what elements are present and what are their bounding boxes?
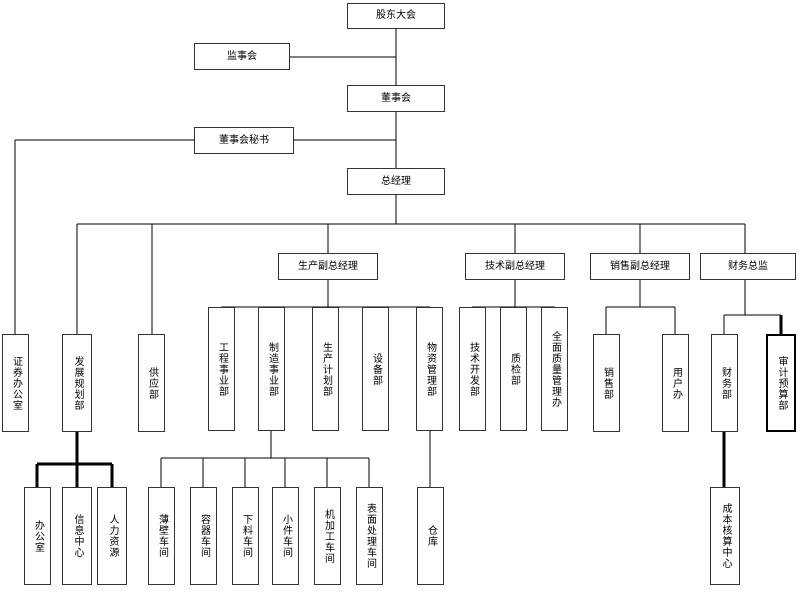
org-node-prod-planning[interactable]: 生产计划部 bbox=[312, 307, 339, 431]
org-node-label: 表面处理车间 bbox=[364, 503, 376, 569]
org-node-surface[interactable]: 表面处理车间 bbox=[356, 487, 383, 585]
org-node-label: 证券办公室 bbox=[10, 355, 22, 411]
org-node-label: 全面质量管理办 bbox=[549, 330, 561, 408]
org-node-label: 技术副总经理 bbox=[485, 260, 545, 272]
org-node-cost-center[interactable]: 成本核算中心 bbox=[710, 487, 740, 585]
org-node-label: 薄壁车间 bbox=[156, 514, 168, 558]
org-node-label: 容器车间 bbox=[198, 514, 210, 558]
org-node-label: 监事会 bbox=[227, 50, 257, 62]
org-node-label: 物资管理部 bbox=[424, 341, 436, 397]
org-node-label: 下料车间 bbox=[240, 514, 252, 558]
org-node-engineering[interactable]: 工程事业部 bbox=[208, 307, 235, 431]
org-node-label: 成本核算中心 bbox=[720, 503, 731, 569]
org-node-board-secretary[interactable]: 董事会秘书 bbox=[194, 127, 294, 154]
org-node-equipment[interactable]: 设备部 bbox=[362, 307, 389, 431]
org-node-label: 用户办 bbox=[670, 366, 682, 400]
org-node-qc[interactable]: 质检部 bbox=[500, 307, 527, 431]
org-node-info-center[interactable]: 信息中心 bbox=[62, 487, 92, 585]
org-node-manufacturing[interactable]: 制造事业部 bbox=[258, 307, 285, 431]
org-node-supply[interactable]: 供应部 bbox=[138, 334, 165, 432]
org-node-audit[interactable]: 审计预算部 bbox=[766, 334, 796, 432]
org-node-tqm[interactable]: 全面质量管理办 bbox=[541, 307, 568, 431]
org-node-label: 供应部 bbox=[146, 366, 158, 400]
org-node-blanking[interactable]: 下料车间 bbox=[232, 487, 259, 585]
org-node-finance[interactable]: 财务部 bbox=[711, 334, 738, 432]
org-node-label: 财务部 bbox=[719, 366, 731, 400]
org-node-shareholders[interactable]: 股东大会 bbox=[347, 3, 445, 29]
org-node-vp-sales[interactable]: 销售副总经理 bbox=[590, 253, 690, 280]
org-node-label: 发展规划部 bbox=[72, 355, 83, 411]
org-node-sales[interactable]: 销售部 bbox=[593, 334, 620, 432]
org-node-label: 审计预算部 bbox=[776, 355, 787, 411]
org-node-label: 信息中心 bbox=[72, 514, 83, 558]
org-node-label: 销售副总经理 bbox=[610, 260, 670, 272]
org-node-vp-production[interactable]: 生产副总经理 bbox=[278, 253, 378, 280]
org-node-container[interactable]: 容器车间 bbox=[190, 487, 217, 585]
org-node-label: 人力资源 bbox=[107, 514, 118, 558]
org-node-label: 小件车间 bbox=[280, 514, 292, 558]
org-node-label: 总经理 bbox=[381, 175, 411, 187]
org-node-label: 制造事业部 bbox=[266, 341, 278, 397]
org-node-label: 技术开发部 bbox=[467, 341, 479, 397]
org-node-label: 生产副总经理 bbox=[298, 260, 358, 272]
org-node-small-parts[interactable]: 小件车间 bbox=[272, 487, 299, 585]
org-node-supervisors[interactable]: 监事会 bbox=[194, 43, 290, 70]
org-node-hr[interactable]: 人力资源 bbox=[97, 487, 127, 585]
org-node-office[interactable]: 办公室 bbox=[24, 487, 51, 585]
org-node-label: 设备部 bbox=[370, 352, 382, 386]
org-node-planning[interactable]: 发展规划部 bbox=[62, 334, 92, 432]
org-node-label: 仓库 bbox=[425, 525, 437, 547]
org-node-customer[interactable]: 用户办 bbox=[662, 334, 689, 432]
org-node-label: 工程事业部 bbox=[216, 341, 228, 397]
org-node-label: 办公室 bbox=[32, 519, 44, 553]
org-node-label: 机加工车间 bbox=[322, 508, 334, 564]
org-node-general-manager[interactable]: 总经理 bbox=[347, 168, 445, 195]
org-node-materials[interactable]: 物资管理部 bbox=[416, 307, 443, 431]
org-node-label: 董事会 bbox=[381, 92, 411, 104]
org-node-label: 销售部 bbox=[601, 366, 613, 400]
org-node-board[interactable]: 董事会 bbox=[347, 85, 445, 112]
org-node-thin-wall[interactable]: 薄壁车间 bbox=[148, 487, 175, 585]
org-node-warehouse[interactable]: 仓库 bbox=[417, 487, 444, 585]
org-node-cfo[interactable]: 财务总监 bbox=[700, 253, 796, 280]
org-node-label: 生产计划部 bbox=[320, 341, 332, 397]
org-node-securities[interactable]: 证券办公室 bbox=[2, 334, 29, 432]
org-node-label: 董事会秘书 bbox=[219, 134, 269, 146]
org-node-label: 质检部 bbox=[508, 352, 520, 386]
org-node-vp-technology[interactable]: 技术副总经理 bbox=[465, 253, 565, 280]
org-node-machining[interactable]: 机加工车间 bbox=[314, 487, 341, 585]
org-node-label: 财务总监 bbox=[728, 260, 768, 272]
org-node-label: 股东大会 bbox=[376, 10, 416, 21]
org-node-tech-dev[interactable]: 技术开发部 bbox=[459, 307, 486, 431]
